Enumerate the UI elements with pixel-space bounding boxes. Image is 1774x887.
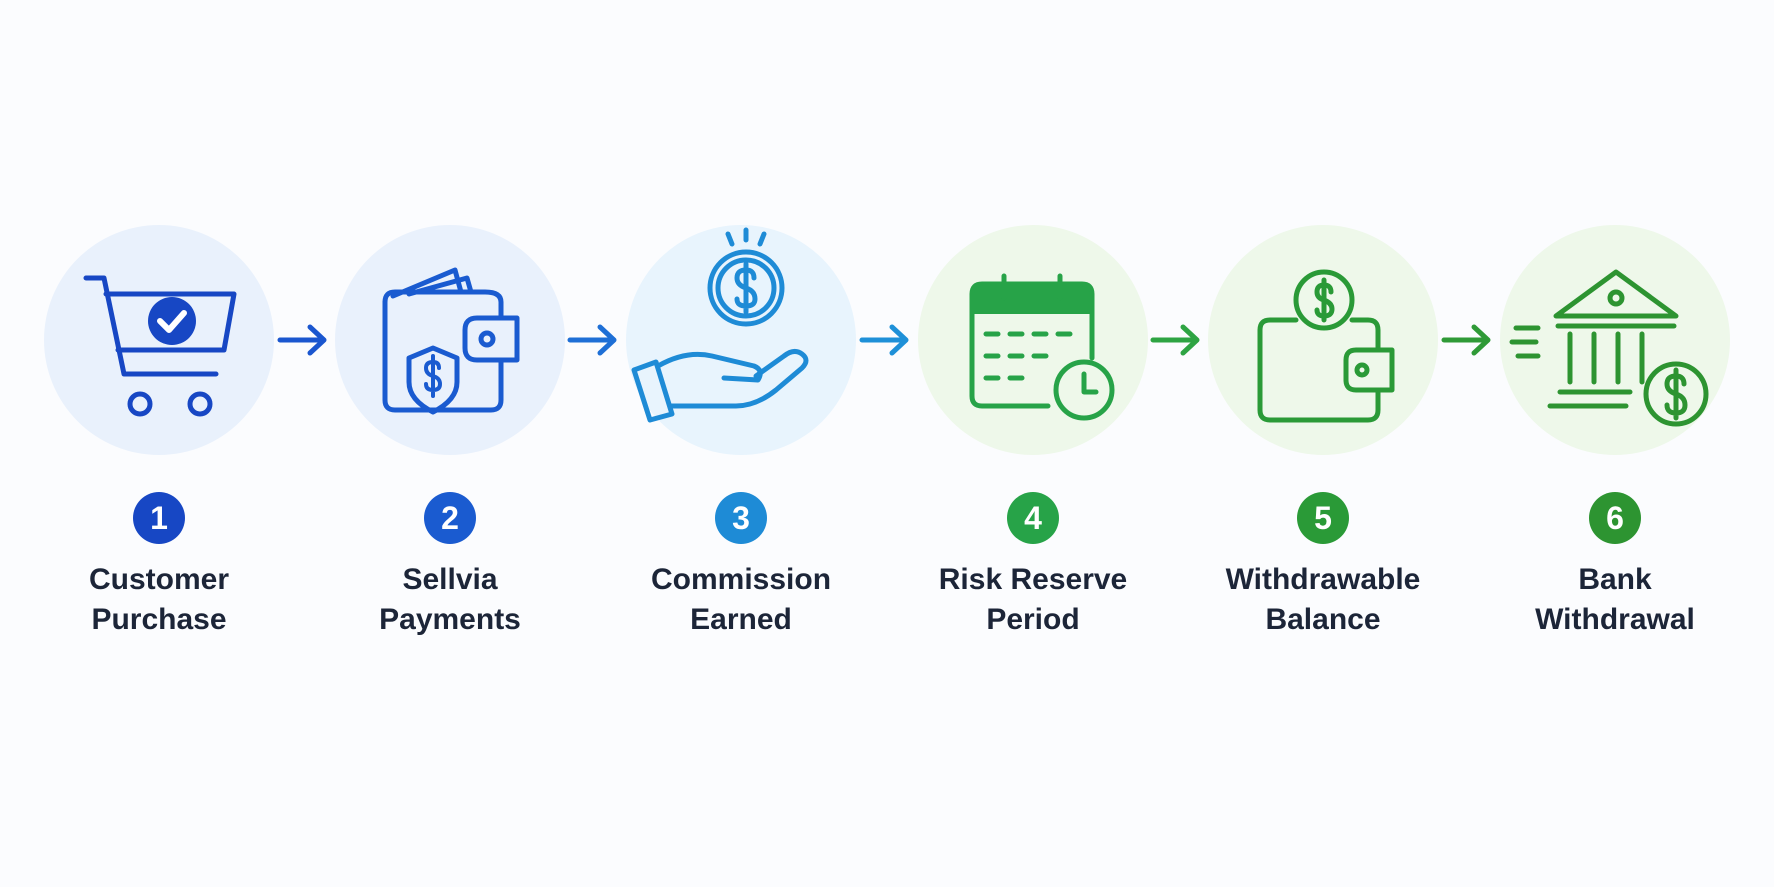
flow-arrow-3 — [858, 322, 914, 358]
arrow-right-icon — [567, 324, 617, 356]
step-number-badge: 4 — [1007, 492, 1059, 544]
step-5-circle — [1208, 222, 1438, 458]
step-label: Risk Reserve Period — [938, 563, 1128, 636]
step-label: Customer Purchase — [88, 563, 230, 636]
shopping-cart-check-icon — [44, 225, 274, 455]
step-risk-reserve-period: 4 Risk Reserve Period — [918, 222, 1148, 642]
step-2-circle — [335, 222, 565, 458]
step-4-circle — [918, 222, 1148, 458]
step-bank-withdrawal: 6 Bank Withdrawal — [1500, 222, 1730, 642]
step-commission-earned: 3 Commission Earned — [626, 222, 856, 642]
step-label: Bank Withdrawal — [1535, 563, 1695, 636]
step-number-badge: 6 — [1589, 492, 1641, 544]
bank-dollar-icon — [1500, 225, 1730, 455]
flow-arrow-4 — [1149, 322, 1205, 358]
step-number-badge: 1 — [133, 492, 185, 544]
step-customer-purchase: 1 Customer Purchase — [44, 222, 274, 642]
step-1-circle — [44, 222, 274, 458]
arrow-right-icon — [277, 324, 327, 356]
step-number-badge: 3 — [715, 492, 767, 544]
step-6-circle — [1500, 222, 1730, 458]
arrow-right-icon — [859, 324, 909, 356]
flow-arrow-2 — [566, 322, 622, 358]
flow-arrow-1 — [276, 322, 332, 358]
step-3-circle — [626, 222, 856, 458]
step-number-badge: 5 — [1297, 492, 1349, 544]
wallet-coin-dollar-icon — [1208, 225, 1438, 455]
step-label: Sellvia Payments — [379, 563, 521, 636]
hand-coin-dollar-icon — [626, 225, 856, 455]
flow-arrow-5 — [1440, 322, 1496, 358]
calendar-clock-icon — [918, 225, 1148, 455]
step-withdrawable-balance: 5 Withdrawable Balance — [1208, 222, 1438, 642]
arrow-right-icon — [1441, 324, 1491, 356]
wallet-shield-dollar-icon — [335, 225, 565, 455]
step-sellvia-payments: 2 Sellvia Payments — [335, 222, 565, 642]
arrow-right-icon — [1150, 324, 1200, 356]
step-number-badge: 2 — [424, 492, 476, 544]
step-label: Withdrawable Balance — [1225, 563, 1421, 636]
step-label: Commission Earned — [650, 563, 832, 636]
